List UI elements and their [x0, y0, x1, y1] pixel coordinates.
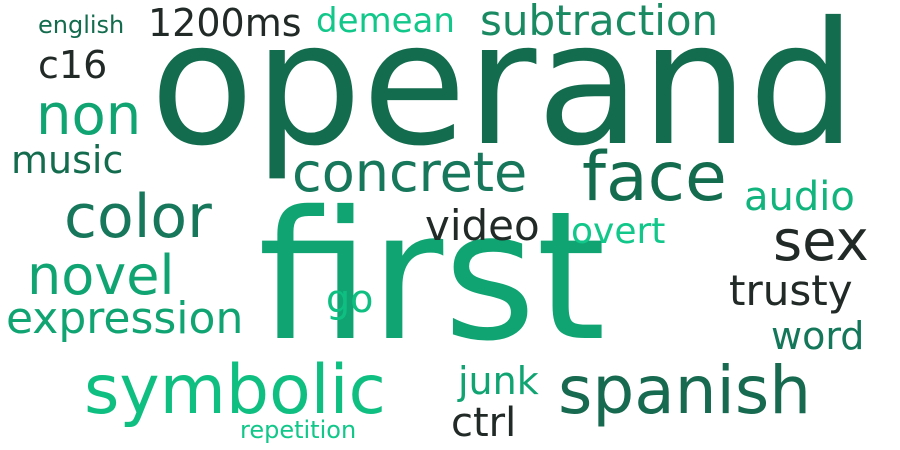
word-demean: demean	[316, 1, 455, 41]
word-subtraction: subtraction	[480, 0, 719, 45]
word-c16: c16	[38, 43, 108, 87]
word-1200ms: 1200ms	[148, 1, 302, 45]
word-face: face	[582, 138, 727, 217]
word-trusty: trusty	[729, 266, 853, 315]
word-novel: novel	[27, 244, 175, 307]
word-color: color	[64, 182, 212, 252]
word-english: english	[38, 11, 125, 39]
word-music: music	[11, 138, 124, 182]
word-junk: junk	[458, 359, 539, 403]
word-ctrl: ctrl	[451, 400, 517, 446]
word-concrete: concrete	[292, 141, 528, 204]
word-word: word	[771, 314, 865, 358]
word-non: non	[36, 83, 142, 148]
word-audio: audio	[744, 174, 855, 220]
word-first: first	[258, 173, 606, 380]
word-symbolic: symbolic	[84, 351, 386, 430]
word-video: video	[425, 201, 540, 250]
word-expression: expression	[6, 293, 244, 344]
word-spanish: spanish	[558, 352, 812, 429]
word-go: go	[326, 277, 374, 321]
word-overt: overt	[571, 211, 666, 252]
word-repetition: repetition	[240, 416, 357, 444]
word-sex: sex	[773, 209, 869, 274]
word-operand: operand	[150, 0, 857, 184]
